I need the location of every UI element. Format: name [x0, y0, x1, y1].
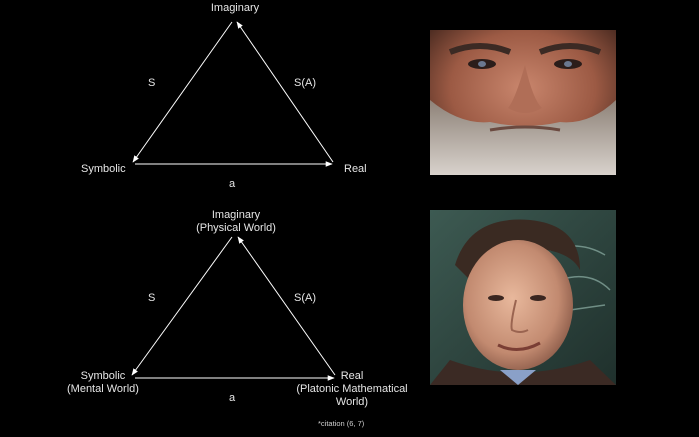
arrow-imaginary-to-symbolic-2 — [131, 236, 233, 376]
top-label-real: Real — [344, 163, 367, 175]
portrait-photo-bottom — [430, 210, 616, 385]
top-edge-label-left: S — [148, 77, 156, 89]
portrait-photo-top — [430, 30, 616, 175]
bottom-label-imaginary: Imaginary (Physical World) — [196, 209, 276, 234]
arrow-imaginary-to-symbolic — [132, 21, 233, 163]
top-label-imaginary: Imaginary — [210, 2, 260, 14]
citation: *citation (6, 7) — [318, 419, 365, 428]
bottom-edge-label-bottom: a — [229, 392, 236, 404]
arrow-real-to-imaginary — [236, 21, 334, 163]
bottom-label-symbolic: Symbolic (Mental World) — [67, 370, 139, 395]
arrow-real-to-imaginary-2 — [237, 236, 336, 376]
top-triangle — [132, 21, 334, 167]
top-edge-label-bottom: a — [229, 178, 236, 190]
bottom-triangle — [131, 236, 336, 381]
bottom-edge-label-right: S(A) — [294, 292, 316, 304]
top-label-symbolic: Symbolic — [81, 163, 126, 175]
top-edge-label-right: S(A) — [294, 77, 316, 89]
bottom-label-real: Real (Platonic Mathematical World) — [296, 370, 408, 408]
bottom-edge-label-left: S — [148, 292, 156, 304]
